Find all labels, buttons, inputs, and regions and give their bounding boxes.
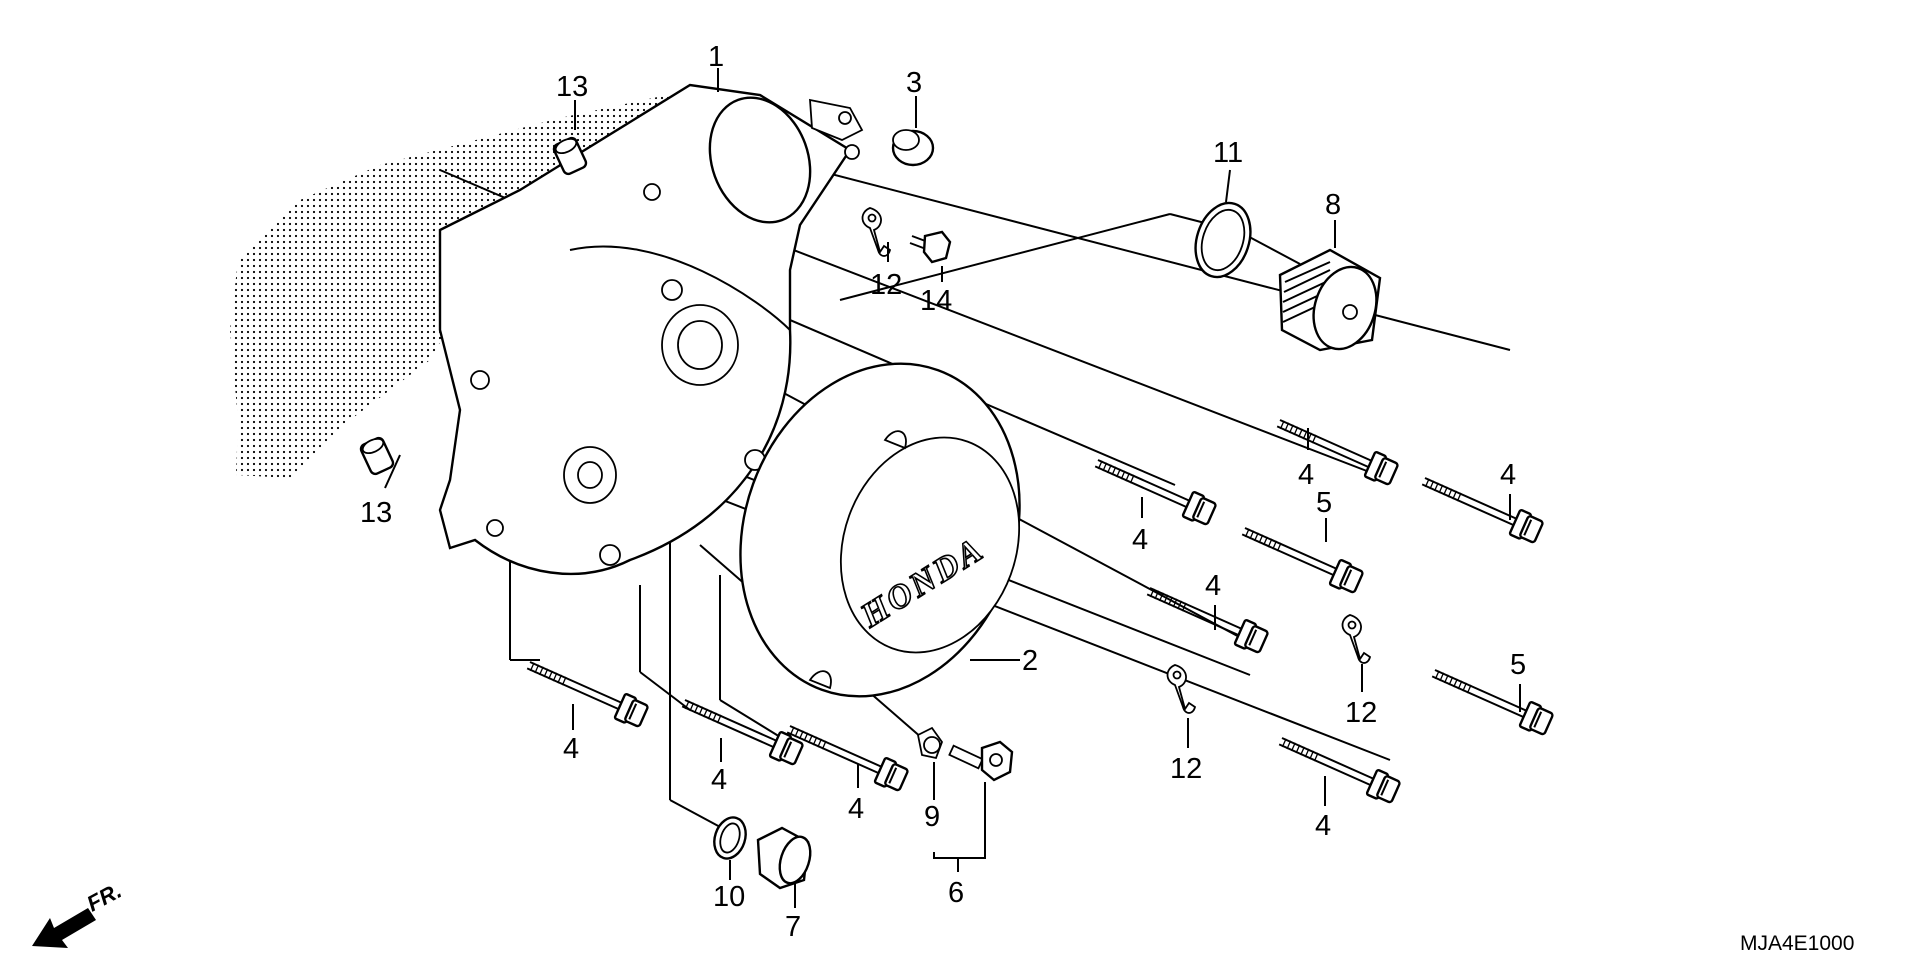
flange-bolt-5-a — [1236, 517, 1366, 596]
callout-13-b: 13 — [360, 497, 392, 529]
flange-bolt-4-g — [781, 715, 911, 794]
callout-4-c: 4 — [1132, 524, 1148, 556]
leader-lines — [384, 68, 1521, 908]
callout-2: 2 — [1022, 645, 1038, 677]
callout-4-h: 4 — [1315, 810, 1331, 842]
bolt-part-14 — [909, 230, 952, 264]
clip-lower — [1166, 664, 1196, 714]
flange-bolt-4-f — [676, 689, 806, 768]
flange-bolt-4-e — [521, 651, 651, 730]
callout-3: 3 — [906, 67, 922, 99]
callout-4-b: 4 — [1500, 459, 1516, 491]
callout-4-a: 4 — [1298, 459, 1314, 491]
callout-4-d: 4 — [1205, 570, 1221, 602]
washer-part-9 — [916, 726, 944, 760]
flange-bolt-4-b — [1416, 467, 1546, 546]
callout-7: 7 — [785, 911, 801, 943]
callout-1: 1 — [708, 41, 724, 73]
callout-4-e: 4 — [563, 733, 579, 765]
cap-part-3 — [891, 129, 935, 167]
callout-12-a: 12 — [870, 269, 902, 301]
plug-part-7 — [756, 826, 812, 890]
o-ring-part-10 — [713, 816, 747, 860]
left-crankcase-cover — [438, 83, 864, 576]
callout-14: 14 — [920, 285, 952, 317]
callout-4-f: 4 — [711, 764, 727, 796]
callout-labels: 1 2 3 4 4 4 4 4 4 4 4 5 5 6 7 8 9 10 11 … — [360, 41, 1526, 943]
callout-10: 10 — [713, 881, 745, 913]
front-direction-arrow: FR. — [32, 878, 126, 948]
o-ring-part-11 — [1194, 201, 1252, 279]
clip-upper — [861, 207, 891, 257]
flange-bolt-4-a — [1271, 409, 1401, 488]
callout-5-b: 5 — [1510, 649, 1526, 681]
dowel-pin-upper — [552, 136, 588, 176]
plug-part-8 — [1278, 248, 1382, 352]
callout-9: 9 — [924, 801, 940, 833]
callout-11: 11 — [1213, 137, 1243, 169]
flange-bolt-5-b — [1426, 659, 1556, 738]
diagram-code: MJA4E1000 — [1740, 932, 1854, 955]
flange-bolt-4-c — [1089, 449, 1219, 528]
bolt-part-6 — [948, 740, 1014, 782]
callout-4-g: 4 — [848, 793, 864, 825]
callout-5-a: 5 — [1316, 487, 1332, 519]
callout-8: 8 — [1325, 189, 1341, 221]
generator-cover: HONDA — [739, 362, 1021, 698]
callout-6: 6 — [948, 877, 964, 909]
clip-middle-right — [1341, 614, 1371, 664]
callout-12-c: 12 — [1170, 753, 1202, 785]
dowel-pin-lower — [359, 436, 395, 476]
callout-12-b: 12 — [1345, 697, 1377, 729]
callout-13-a: 13 — [556, 71, 588, 103]
